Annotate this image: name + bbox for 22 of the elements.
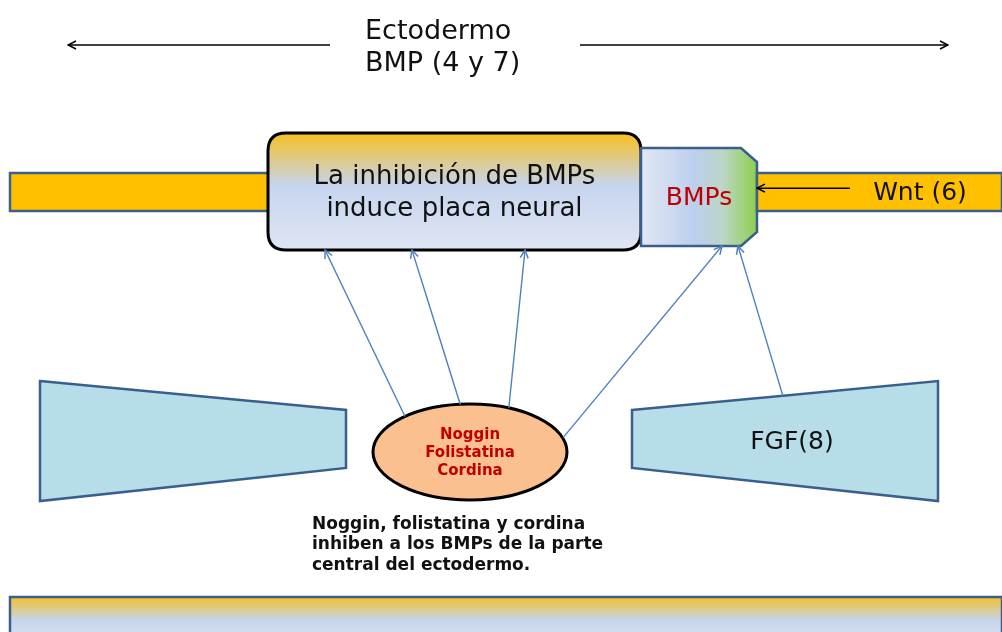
- band: [757, 173, 1002, 211]
- ellipse-node: [373, 404, 567, 500]
- arrow: [579, 40, 949, 50]
- band: [10, 597, 1002, 632]
- heading-text: Ectodermo BMP (4 y 7): [365, 13, 522, 79]
- arrow: [508, 249, 529, 409]
- process-box: [268, 133, 641, 250]
- arrow: [409, 249, 461, 406]
- arrow: [562, 245, 723, 439]
- band: [10, 173, 270, 211]
- arrow: [67, 40, 331, 50]
- signal-label: Wnt (6): [873, 177, 967, 207]
- node-text: FGF(8): [750, 426, 834, 456]
- node-text: BMPs: [665, 182, 733, 212]
- arrow: [324, 249, 406, 418]
- arrow: [735, 245, 784, 397]
- node-text: La inhibición de BMPs induce placa neural: [312, 160, 597, 223]
- node-text: Noggin Folistatina Cordina: [424, 425, 516, 479]
- note-text: Noggin, folistatina y cordina inhiben a los BMPs de la parte central del ectodermo.: [312, 513, 604, 575]
- trapezoid-shape: [632, 381, 938, 501]
- trapezoid-shape: [40, 381, 346, 501]
- arrow: [756, 183, 851, 193]
